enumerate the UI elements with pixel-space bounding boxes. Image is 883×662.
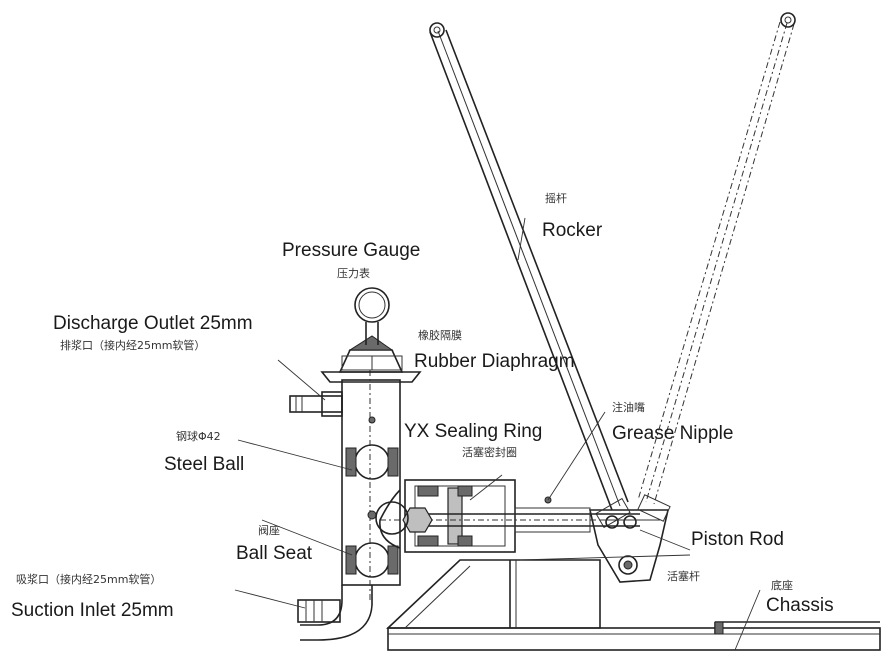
- steel-ball-label: Steel Ball: [164, 454, 245, 475]
- rocker-right: [637, 12, 796, 505]
- rubber-diaphragm-cn-label: 橡胶隔膜: [418, 329, 462, 342]
- suction-inlet-label: Suction Inlet 25mm: [11, 600, 174, 621]
- yx-sealing-ring-cn-label: 活塞密封圈: [462, 446, 517, 459]
- piston-assembly: [380, 479, 660, 553]
- discharge-outlet-cn-label: 排浆口（接内经25mm软管）: [60, 339, 206, 352]
- rubber-diaphragm-label: Rubber Diaphragm: [414, 351, 575, 372]
- pressure-gauge-label: Pressure Gauge: [282, 240, 421, 261]
- discharge-outlet-pipe: [289, 391, 343, 417]
- chassis-label: Chassis: [766, 595, 834, 616]
- discharge-outlet-label: Discharge Outlet 25mm: [53, 313, 253, 334]
- rocker-label: Rocker: [542, 220, 603, 241]
- ball-seat-cn-label: 阀座: [258, 524, 280, 537]
- piston-rod-cn-label: 活塞杆: [667, 570, 700, 583]
- piston-rod-label: Piston Rod: [691, 529, 784, 550]
- pressure-gauge: [354, 287, 390, 345]
- valve-chamber: [320, 335, 422, 600]
- yx-sealing-ring-label: YX Sealing Ring: [404, 421, 543, 442]
- grease-nipple-cn-label: 注油嘴: [612, 401, 645, 414]
- rocker-cn-label: 摇杆: [545, 192, 567, 205]
- rocker-pivot-bracket: [588, 494, 671, 583]
- pump-support-frame: [385, 559, 601, 629]
- chassis-base: [387, 621, 881, 651]
- leader-lines: [234, 217, 761, 651]
- grease-nipple-label: Grease Nipple: [612, 423, 734, 444]
- ball-seat-label: Ball Seat: [236, 543, 313, 564]
- pressure-gauge-cn-label: 压力表: [337, 267, 370, 280]
- chassis-cn-label: 底座: [771, 579, 793, 592]
- suction-inlet-pipe: [297, 585, 373, 641]
- suction-inlet-cn-label: 吸浆口（接内经25mm软管）: [16, 573, 162, 586]
- steel-ball-cn-label: 钢球Φ42: [176, 430, 221, 443]
